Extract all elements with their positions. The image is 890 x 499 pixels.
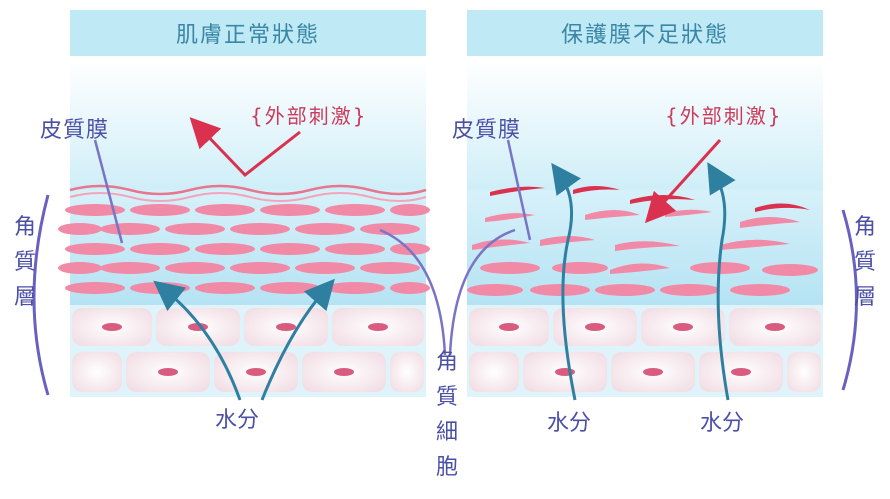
- keratinocyte-pointer-left: [379, 228, 447, 356]
- stimulus-arrow-left: [189, 117, 301, 178]
- right-water-label-1: 水分: [547, 411, 592, 436]
- water-arrow-left-1: [153, 280, 242, 401]
- stimulus-arrow-right: [644, 138, 722, 224]
- water-arrow-right-1: [551, 162, 581, 401]
- left-panel-title: 肌膚正常狀態: [70, 10, 426, 56]
- right-stimulus-label: {外部刺激}: [665, 104, 783, 128]
- cells-right: [467, 305, 823, 397]
- stratum-corneum-label-right: 角 質 層: [853, 215, 876, 310]
- sebum-film-left: [69, 184, 427, 196]
- keratinocyte-label: 角 質 細 胞: [435, 350, 458, 480]
- cells-left: [70, 305, 426, 397]
- bracket-left: [32, 194, 50, 396]
- right-sebum-label: 皮質膜: [452, 118, 522, 143]
- keratinocyte-pointer-right: [448, 228, 516, 356]
- right-panel: [467, 60, 823, 401]
- right-water-label-2: 水分: [700, 411, 745, 436]
- left-water-label: 水分: [215, 408, 260, 433]
- left-panel: [58, 60, 430, 401]
- water-arrow-left-2: [260, 278, 335, 401]
- left-sebum-label: 皮質膜: [40, 118, 110, 143]
- lipid-layers-right: [467, 209, 818, 296]
- water-arrow-right-2: [707, 162, 736, 401]
- right-panel-title: 保護膜不足狀態: [467, 10, 823, 56]
- stratum-corneum-label-left: 角 質 層: [13, 215, 36, 310]
- bracket-right: [841, 209, 858, 391]
- lipid-layers-left: [58, 204, 430, 294]
- left-stimulus-label: {外部刺激}: [250, 104, 368, 128]
